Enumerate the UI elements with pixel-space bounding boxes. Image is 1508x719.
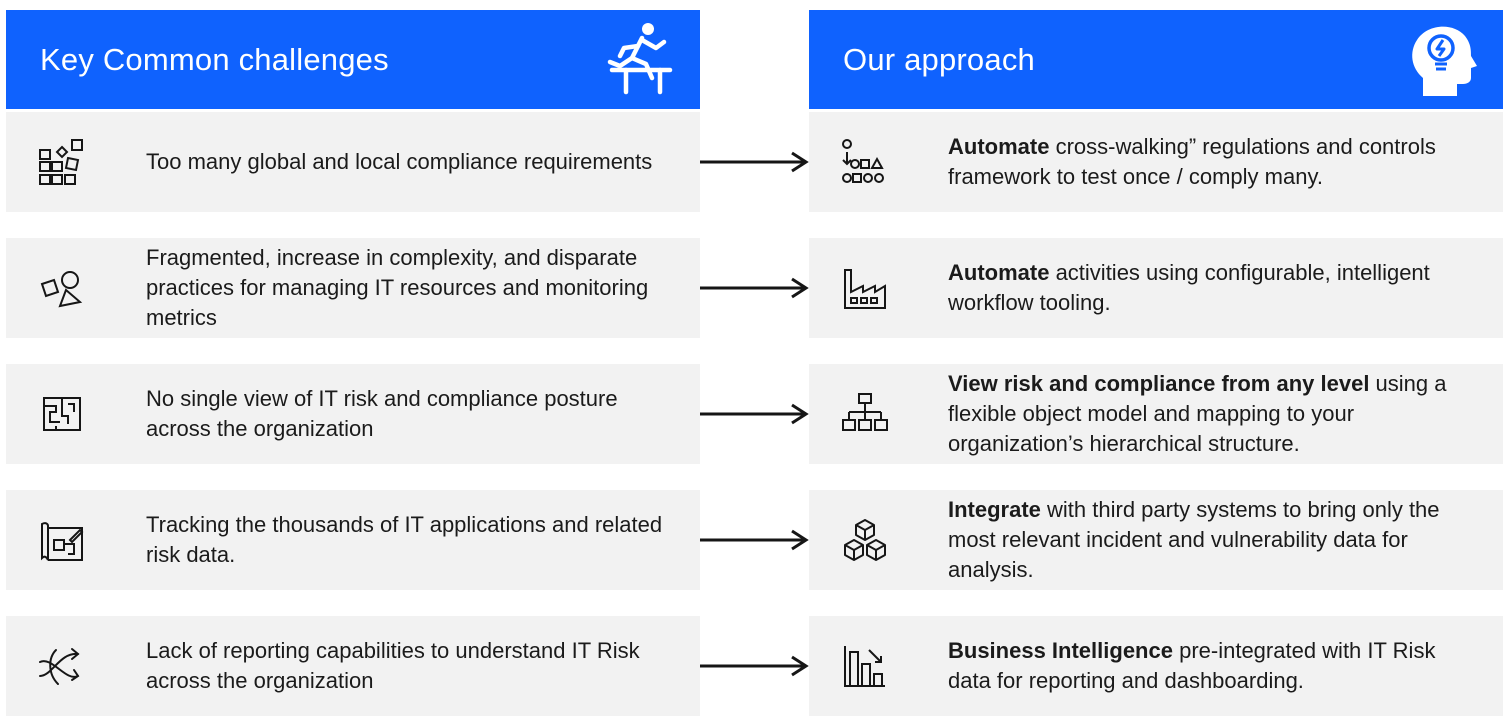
challenge-text-4: Tracking the thousands of IT application… <box>146 512 663 567</box>
maze-icon <box>43 397 81 431</box>
workflow-shapes-icon <box>842 139 884 183</box>
shapes-grid-icon <box>39 139 83 185</box>
arrow-right-icon <box>700 151 809 173</box>
approach-rest-2: activities using configurable, intellige… <box>948 260 1430 315</box>
challenge-card-3: No single view of IT risk and compliance… <box>6 364 700 464</box>
approach-card-5: Business Intelligence pre-integrated wit… <box>809 616 1503 716</box>
challenge-card-5: Lack of reporting capabilities to unders… <box>6 616 700 716</box>
challenge-text-2: Fragmented, increase in complexity, and … <box>146 245 649 330</box>
approach-text-3: View risk and compliance from any level … <box>948 369 1479 459</box>
crossing-arrows-icon <box>39 648 80 685</box>
approach-text-4: Integrate with third party systems to br… <box>948 495 1479 585</box>
arrow-right-icon <box>700 655 809 677</box>
bar-chart-icon <box>844 646 885 687</box>
challenge-text-5: Lack of reporting capabilities to unders… <box>146 638 640 693</box>
approach-bold-1: Automate <box>948 134 1050 159</box>
arrow-right-icon <box>700 277 809 299</box>
approach-bold-4: Integrate <box>948 497 1041 522</box>
idea-head-icon <box>1412 26 1477 96</box>
approach-card-3: View risk and compliance from any level … <box>809 364 1503 464</box>
challenge-text-3: No single view of IT risk and compliance… <box>146 386 618 441</box>
approach-card-2: Automate activities using configurable, … <box>809 238 1503 338</box>
approach-text-1: Automate cross-walking” regulations and … <box>948 132 1479 192</box>
challenge-card-1: Too many global and local compliance req… <box>6 112 700 212</box>
challenge-card-4: Tracking the thousands of IT application… <box>6 490 700 590</box>
cubes-icon <box>844 519 886 561</box>
challenge-text-1: Too many global and local compliance req… <box>146 149 653 174</box>
approach-text-2: Automate activities using configurable, … <box>948 258 1479 318</box>
factory-icon <box>844 269 886 309</box>
approach-rest-1: cross-walking” regulations and controls … <box>948 134 1436 189</box>
hurdle-runner-icon <box>607 23 673 95</box>
approach-rest-4: with third party systems to bring only t… <box>948 497 1440 582</box>
approach-title: Our approach <box>843 41 1035 77</box>
approach-rest-5: pre-integrated with IT Risk data for rep… <box>948 638 1436 693</box>
scattered-shapes-icon <box>40 271 83 308</box>
approach-card-4: Integrate with third party systems to br… <box>809 490 1503 590</box>
approach-rest-3: using a flexible object model and mappin… <box>948 371 1447 456</box>
arrow-right-icon <box>700 529 809 551</box>
approach-bold-5: Business Intelligence <box>948 638 1173 663</box>
approach-header: Our approach <box>809 10 1503 109</box>
arrow-right-icon <box>700 403 809 425</box>
challenges-title: Key Common challenges <box>40 41 389 77</box>
blueprint-icon <box>41 522 84 561</box>
approach-text-5: Business Intelligence pre-integrated wit… <box>948 636 1479 696</box>
hierarchy-icon <box>842 393 888 431</box>
approach-bold-2: Automate <box>948 260 1050 285</box>
challenge-card-2: Fragmented, increase in complexity, and … <box>6 238 700 338</box>
approach-card-1: Automate cross-walking” regulations and … <box>809 112 1503 212</box>
approach-bold-3: View risk and compliance from any level <box>948 371 1370 396</box>
challenges-header: Key Common challenges <box>6 10 700 109</box>
